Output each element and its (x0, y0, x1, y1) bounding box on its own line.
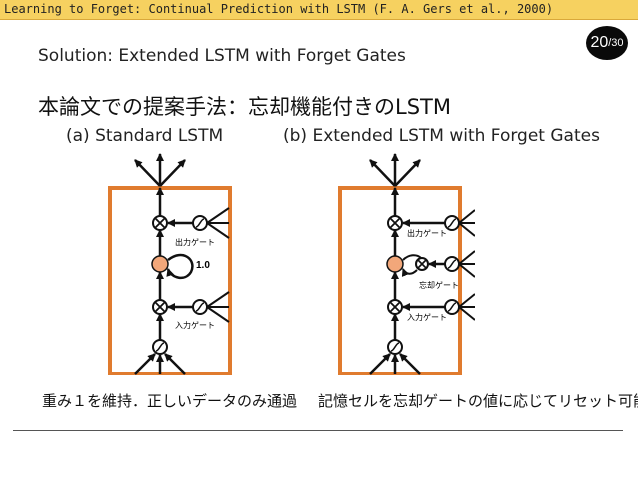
page-total: 30 (611, 37, 624, 49)
header-citation: Learning to Forget: Continual Prediction… (4, 2, 554, 16)
caption-standard-lstm: (a) Standard LSTM (66, 126, 224, 146)
forget-multiplier-icon (401, 254, 429, 277)
extended-lstm-diagram: 出力ゲート 忘却ゲート 入力ゲート (338, 153, 475, 375)
constant-error-carousel (166, 253, 194, 280)
lstm-block-frame (338, 186, 462, 375)
header-bar: Learning to Forget: Continual Prediction… (0, 0, 638, 20)
page-number-badge: 20/30 (586, 26, 628, 60)
lead-text: 本論文での提案手法：忘却機能付きのLSTM (38, 95, 451, 119)
memory-cell (386, 255, 404, 273)
caption-extended-lstm: (b) Extended LSTM with Forget Gates (283, 126, 600, 146)
output-multiplier-icon (387, 215, 403, 231)
forget-gate-sigmoid-icon (428, 250, 475, 278)
input-multiplier-icon (152, 299, 168, 315)
slide-title: Solution: Extended LSTM with Forget Gate… (38, 46, 406, 66)
page-separator: / (608, 37, 612, 49)
lstm-block-frame (108, 186, 232, 375)
input-squash-icon (369, 339, 421, 375)
input-gate-sigmoid-icon (402, 293, 475, 321)
memory-cell (151, 255, 169, 273)
output-multiplier-icon (152, 215, 168, 231)
input-multiplier-icon (387, 299, 403, 315)
output-gate-sigmoid-icon (167, 207, 230, 239)
input-gate-sigmoid-icon (167, 291, 230, 323)
output-gate-sigmoid-icon (402, 209, 475, 237)
output-gate-label: 出力ゲート (407, 228, 447, 238)
footer-divider (13, 430, 623, 431)
input-gate-label: 入力ゲート (175, 320, 215, 330)
note-extended-lstm: 記憶セルを忘却ゲートの値に応じてリセット可能 (318, 392, 638, 410)
input-squash-icon (134, 339, 186, 375)
recurrence-weight-label: 1.0 (196, 260, 210, 271)
note-standard-lstm: 重み１を維持．正しいデータのみ通過 (42, 392, 298, 410)
forget-gate-label: 忘却ゲート (419, 280, 459, 290)
standard-lstm-diagram: 1.0 出力ゲート 入力ゲート (108, 153, 232, 375)
input-gate-label: 入力ゲート (407, 312, 447, 322)
page-current: 20 (590, 34, 609, 51)
output-gate-label: 出力ゲート (175, 237, 215, 247)
output-arrows (369, 153, 421, 187)
output-arrows (134, 153, 186, 187)
